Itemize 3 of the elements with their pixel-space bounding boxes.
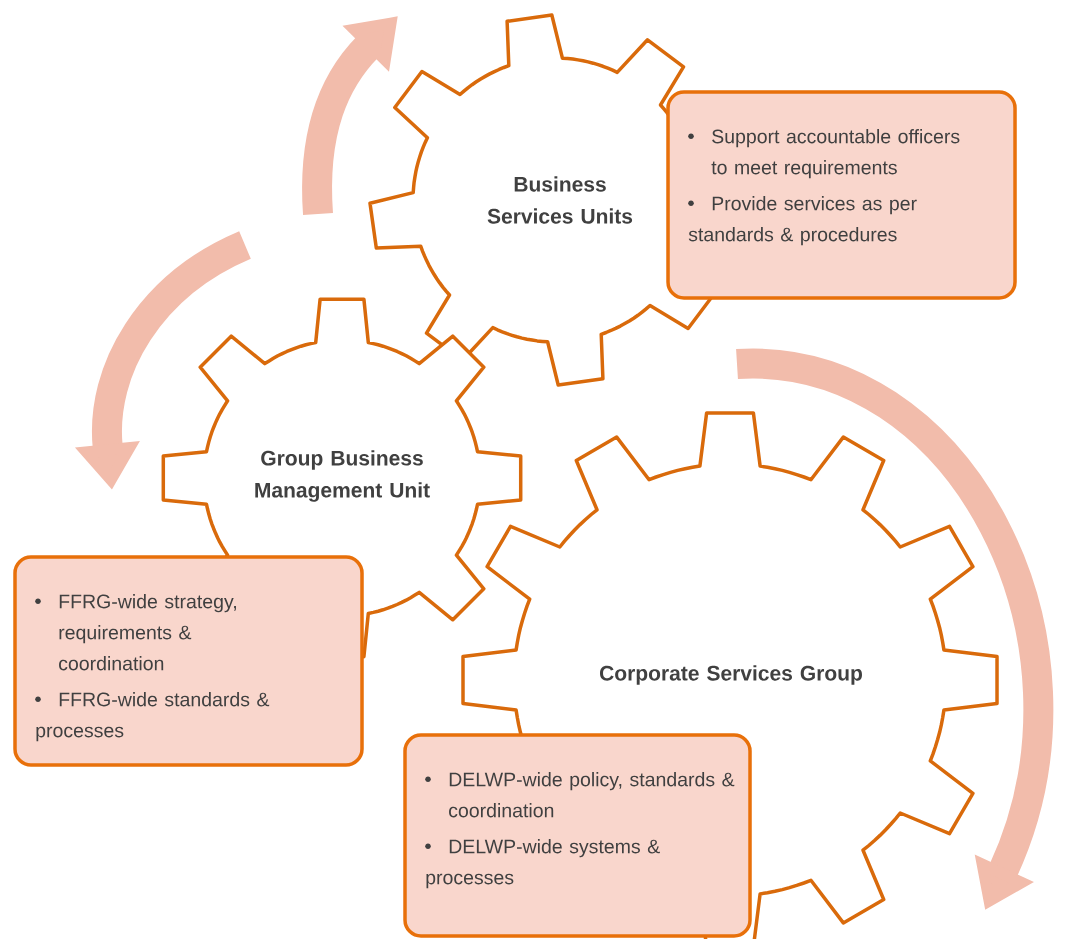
bullet-box: DELWP-wide policy, standards & coordination DELWP-wide systems & processes (403, 733, 752, 938)
bullet-box: FFRG-wide strategy, requirements & coordination FFRG-wide standards & processes (13, 555, 364, 767)
bullet-box: Support accountable officers to meet requirements Provide services as per standards & procedures (666, 90, 1017, 300)
